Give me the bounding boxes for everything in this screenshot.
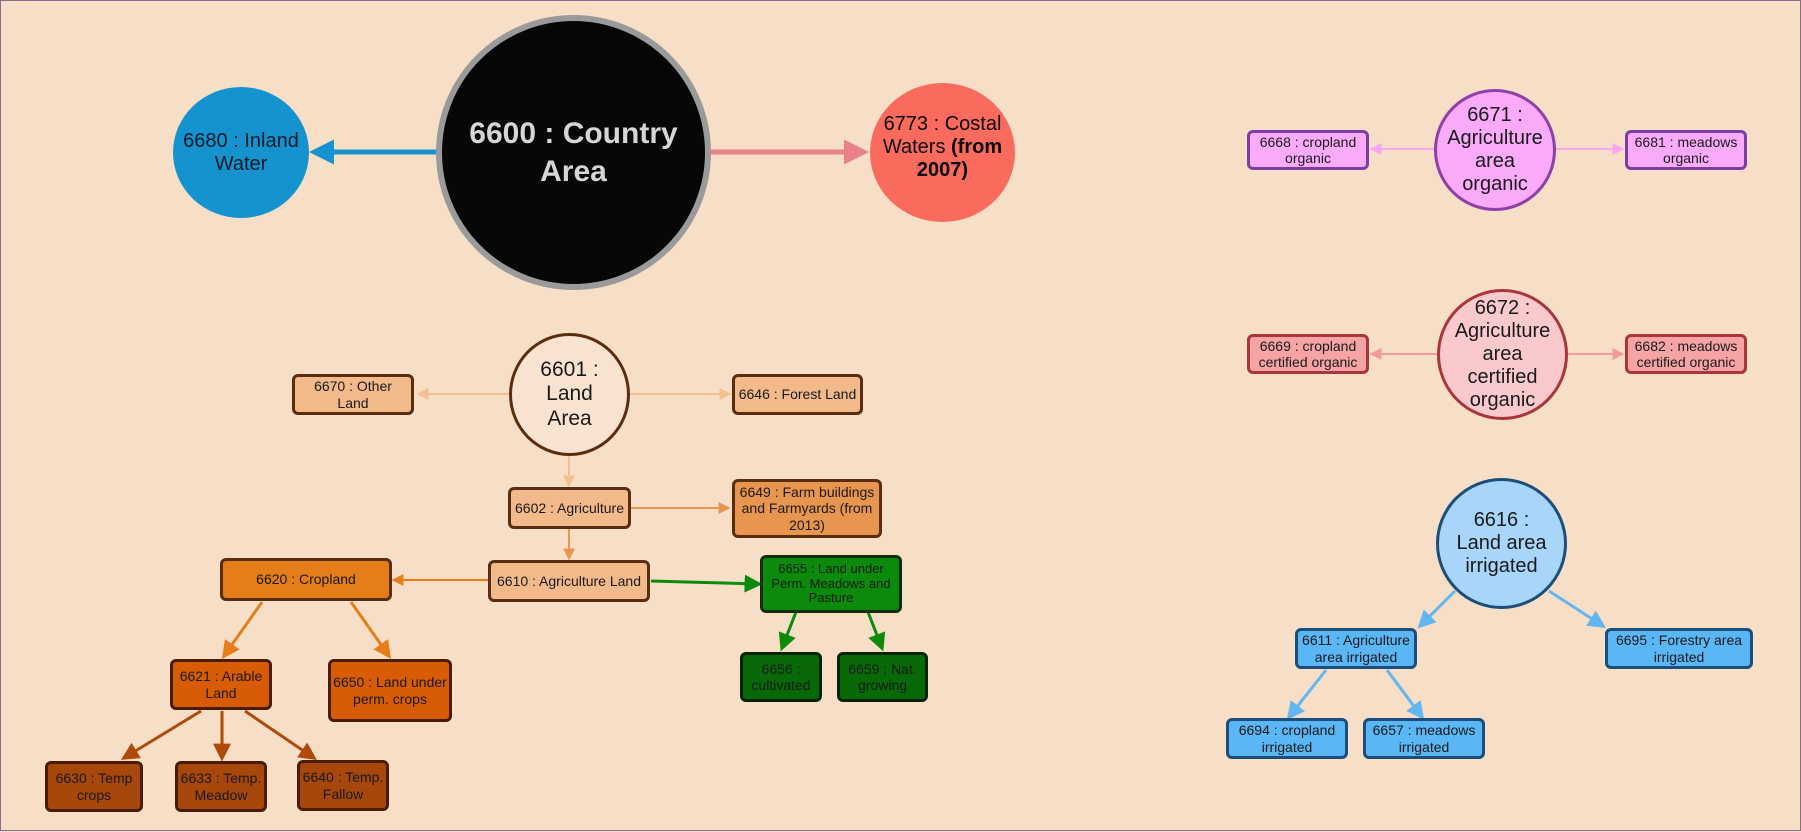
- node-agriculture-land-label: 6610 : Agriculture Land: [497, 572, 641, 589]
- edge-agri-irrigated-to-meadows: [1385, 669, 1425, 720]
- edge-arable-to-temp-crops: [120, 709, 202, 760]
- node-perm-meadows-label: 6655 : Land under Perm. Meadows and Past…: [771, 560, 891, 606]
- node-cultivated-label: 6656 : cultivated: [751, 660, 811, 693]
- node-agri-irrigated[interactable]: 6611 : Agriculture area irrigated: [1295, 628, 1417, 669]
- node-temp-meadow-label: 6633 : Temp. Meadow: [180, 770, 262, 803]
- node-land-irrigated-label: 6616 : Land area irrigated: [1456, 509, 1547, 577]
- node-perm-crops-label: 6650 : Land under perm. crops: [333, 674, 447, 707]
- node-land-irrigated[interactable]: 6616 : Land area irrigated: [1436, 478, 1567, 609]
- node-cultivated[interactable]: 6656 : cultivated: [740, 652, 822, 702]
- node-meadows-certified-label: 6682 : meadows certified organic: [1634, 337, 1738, 370]
- edge-perm-meadows-to-nat-growing: [866, 611, 886, 652]
- node-farm-buildings-label: 6649 : Farm buildings and Farmyards (fro…: [739, 484, 875, 533]
- node-perm-meadows[interactable]: 6655 : Land under Perm. Meadows and Past…: [760, 555, 902, 613]
- node-agriculture-label: 6602 : Agriculture: [515, 499, 624, 516]
- node-cropland-organic[interactable]: 6668 : cropland organic: [1247, 130, 1369, 170]
- node-forestry-irrigated-label: 6695 : Forestry area irrigated: [1615, 632, 1743, 665]
- node-forest-land-label: 6646 : Forest Land: [738, 386, 857, 403]
- node-land-area-label: 6601 : Land Area: [540, 358, 599, 430]
- node-coastal-waters-note: (from 2007): [916, 136, 1003, 181]
- node-meadows-organic-label: 6681 : meadows organic: [1634, 133, 1738, 166]
- edge-agri-irrigated-to-cropland: [1286, 669, 1328, 720]
- node-temp-fallow-label: 6640 : Temp. Fallow: [302, 769, 384, 802]
- node-farm-buildings[interactable]: 6649 : Farm buildings and Farmyards (fro…: [732, 479, 882, 538]
- edge-arable-to-temp-fallow: [244, 709, 317, 761]
- node-cropland-organic-label: 6668 : cropland organic: [1259, 133, 1357, 166]
- node-coastal-waters[interactable]: 6773 : Costal Waters (from 2007): [870, 83, 1015, 222]
- node-arable-land-label: 6621 : Arable Land: [179, 668, 263, 701]
- edge-agriland-to-perm-meadows: [650, 574, 763, 593]
- node-cropland-certified-label: 6669 : cropland certified organic: [1258, 337, 1358, 370]
- node-agriculture[interactable]: 6602 : Agriculture: [508, 487, 631, 529]
- node-meadows-organic[interactable]: 6681 : meadows organic: [1625, 130, 1747, 170]
- edge-perm-meadows-to-cultivated: [778, 611, 798, 652]
- node-cropland-irrigated[interactable]: 6694 : cropland irrigated: [1226, 718, 1348, 759]
- node-inland-water-label: 6680 : Inland Water: [183, 129, 299, 175]
- node-forestry-irrigated[interactable]: 6695 : Forestry area irrigated: [1605, 628, 1753, 669]
- node-meadows-irrigated[interactable]: 6657 : meadows irrigated: [1363, 718, 1485, 759]
- node-coastal-waters-label: 6773 : Costal Waters: [882, 113, 1002, 158]
- node-agri-certified[interactable]: 6672 : Agriculture area certified organi…: [1437, 289, 1568, 420]
- node-cropland-irrigated-label: 6694 : cropland irrigated: [1238, 722, 1336, 755]
- node-agriculture-land[interactable]: 6610 : Agriculture Land: [488, 560, 650, 602]
- node-perm-crops[interactable]: 6650 : Land under perm. crops: [328, 659, 452, 722]
- node-meadows-certified[interactable]: 6682 : meadows certified organic: [1625, 334, 1747, 374]
- node-arable-land[interactable]: 6621 : Arable Land: [170, 659, 272, 710]
- node-other-land-label: 6670 : Other Land: [314, 378, 392, 411]
- node-agri-certified-label: 6672 : Agriculture area certified organi…: [1454, 297, 1551, 411]
- node-meadows-irrigated-label: 6657 : meadows irrigated: [1372, 722, 1476, 755]
- node-temp-crops-label: 6630 : Temp crops: [55, 770, 133, 803]
- node-nat-growing-label: 6659 : Nat. growing: [848, 660, 917, 693]
- edge-irrigated-to-forestry: [1548, 589, 1607, 628]
- node-cropland-certified[interactable]: 6669 : cropland certified organic: [1247, 334, 1369, 374]
- node-cropland[interactable]: 6620 : Cropland: [220, 558, 392, 601]
- node-agri-irrigated-label: 6611 : Agriculture area irrigated: [1302, 632, 1410, 665]
- edge-cropland-to-perm-crops: [349, 601, 392, 659]
- node-temp-fallow[interactable]: 6640 : Temp. Fallow: [297, 760, 389, 811]
- node-temp-crops[interactable]: 6630 : Temp crops: [45, 761, 143, 812]
- node-agri-organic[interactable]: 6671 : Agriculture area organic: [1434, 89, 1556, 211]
- node-forest-land[interactable]: 6646 : Forest Land: [732, 374, 863, 415]
- node-agri-organic-label: 6671 : Agriculture area organic: [1447, 104, 1543, 195]
- node-inland-water[interactable]: 6680 : Inland Water: [173, 87, 309, 218]
- node-country-area-label: 6600 : Country Area: [469, 117, 678, 188]
- edge-irrigated-to-agri: [1417, 589, 1457, 629]
- node-cropland-label: 6620 : Cropland: [256, 571, 356, 588]
- node-nat-growing[interactable]: 6659 : Nat. growing: [837, 652, 928, 702]
- node-other-land[interactable]: 6670 : Other Land: [292, 374, 414, 415]
- node-temp-meadow[interactable]: 6633 : Temp. Meadow: [175, 761, 267, 812]
- node-land-area[interactable]: 6601 : Land Area: [509, 333, 630, 456]
- edge-cropland-to-arable: [221, 601, 264, 659]
- node-country-area[interactable]: 6600 : Country Area: [436, 15, 711, 290]
